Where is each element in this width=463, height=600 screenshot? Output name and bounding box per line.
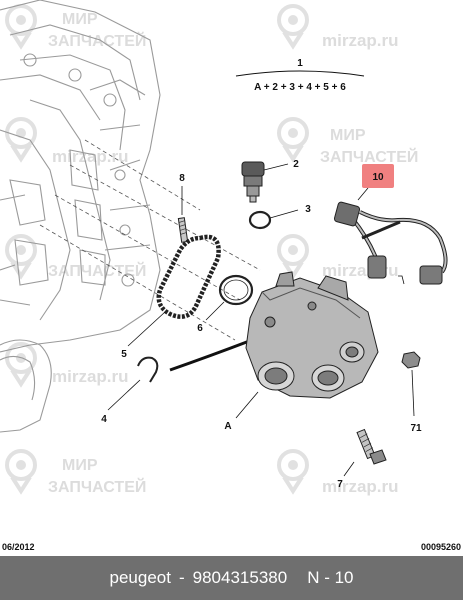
watermark-line2: ЗАПЧАСТЕЙ <box>320 147 418 166</box>
callout-6: 6 <box>197 323 203 334</box>
watermark-line2: ЗАПЧАСТЕЙ <box>48 31 146 50</box>
part-bolt-7 <box>356 428 387 465</box>
assembly-bracket <box>235 70 365 77</box>
watermark-logo-icon <box>5 234 37 280</box>
leader-line-harness-clip <box>398 275 405 285</box>
watermark-logo-icon <box>277 117 309 163</box>
part-harness-10 <box>333 201 448 285</box>
part-seal-6-inner <box>223 279 249 301</box>
watermark-logo-icon <box>5 449 37 495</box>
diagram-code: 00095260 <box>421 542 461 552</box>
watermark-domain: mirzap.ru <box>52 367 129 386</box>
watermark-domain: mirzap.ru <box>322 261 399 280</box>
callout-2: 2 <box>293 159 299 170</box>
watermark-line1: МИР <box>330 127 366 144</box>
engine-block-drawing <box>0 0 161 433</box>
watermark-domain: mirzap.ru <box>322 477 399 496</box>
part-reference: N - 10 <box>307 568 354 587</box>
callout-3: 3 <box>305 204 311 215</box>
watermark-line1: МИР <box>62 11 98 28</box>
leader-line-A <box>235 391 259 419</box>
callout-10-highlight <box>362 164 394 188</box>
part-oring-3 <box>248 210 272 230</box>
leader-line-7 <box>343 461 355 477</box>
leader-line-3 <box>269 209 299 219</box>
leader-line-10 <box>357 187 369 201</box>
parts-diagram: МИР ЗАПЧАСТЕЙ mirzap.ru МИР ЗАПЧАСТЕЙ mi… <box>0 0 461 552</box>
callout-4: 4 <box>101 414 107 425</box>
leader-line-5 <box>127 311 166 347</box>
watermark-logo-icon <box>277 4 309 50</box>
part-gasket-5 <box>156 234 221 319</box>
part-info-bar: peugeot - 9804315380 N - 10 <box>0 556 463 600</box>
callout-71: 71 <box>410 423 422 434</box>
watermark-domain: mirzap.ru <box>52 147 129 166</box>
part-thermostat-housing-A <box>245 271 379 399</box>
callout-A: A <box>224 421 231 432</box>
watermark-domain: mirzap.ru <box>322 31 399 50</box>
assembly-label: 1 <box>297 58 303 69</box>
callout-10: 10 <box>372 172 384 183</box>
watermark-logo-icon <box>277 449 309 495</box>
diagram-date: 06/2012 <box>2 542 35 552</box>
part-number: 9804315380 <box>192 568 288 587</box>
watermark-line2: ЗАПЧАСТЕЙ <box>48 477 146 496</box>
part-stud-8 <box>177 217 189 243</box>
brand-name: peugeot <box>109 568 171 587</box>
part-nut-71 <box>401 351 421 369</box>
leader-line-71 <box>411 369 415 417</box>
brand-separator: - <box>178 568 185 587</box>
callout-5: 5 <box>121 349 127 360</box>
leader-line-6 <box>205 301 225 321</box>
part-clip-4 <box>137 356 159 383</box>
leader-line-2 <box>263 163 289 171</box>
callout-7: 7 <box>337 479 343 490</box>
assembly-formula: A + 2 + 3 + 4 + 5 + 6 <box>254 82 346 93</box>
hose-line <box>169 338 253 372</box>
part-seal-6 <box>218 274 254 306</box>
watermark-logo-icon <box>277 234 309 280</box>
watermark-line1: МИР <box>62 457 98 474</box>
watermark-logo-icon <box>5 117 37 163</box>
watermark-line2: ЗАПЧАСТЕЙ <box>48 261 146 280</box>
callout-8: 8 <box>179 173 185 184</box>
part-sensor-2 <box>241 161 265 203</box>
watermark-logo-icon <box>5 4 37 50</box>
watermark-layer: МИР ЗАПЧАСТЕЙ mirzap.ru МИР ЗАПЧАСТЕЙ mi… <box>5 4 418 496</box>
leader-line-4 <box>107 379 141 411</box>
